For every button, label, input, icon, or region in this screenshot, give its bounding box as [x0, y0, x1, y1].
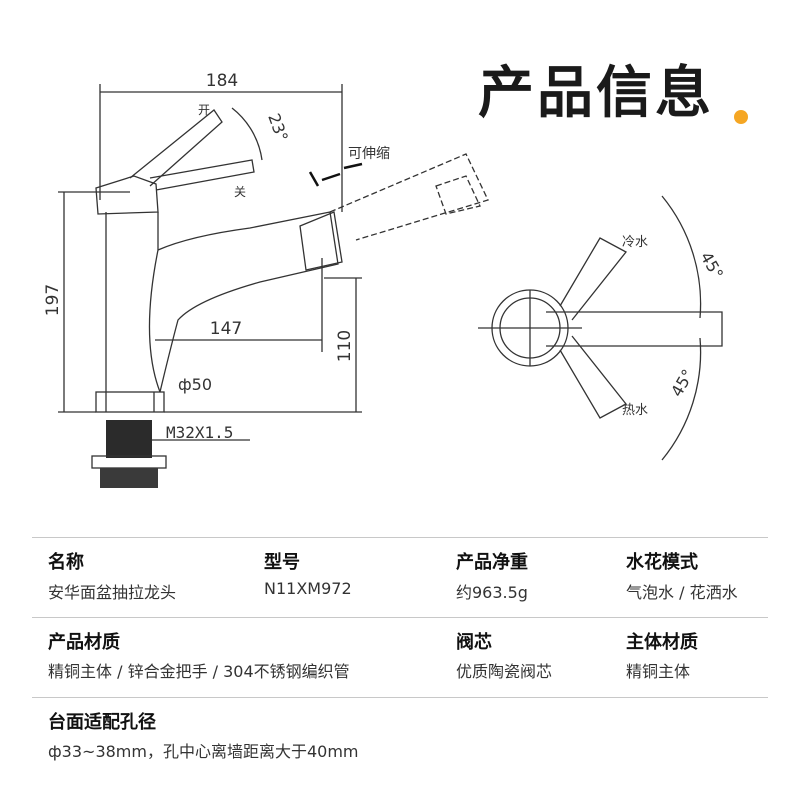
- model-label: 型号: [264, 552, 300, 573]
- dim-thread: M32X1.5: [166, 423, 233, 442]
- weight-label: 产品净重: [456, 552, 528, 573]
- dim-width: 184: [206, 71, 238, 91]
- material-label: 产品材质: [48, 632, 120, 653]
- hole-label: 台面适配孔径: [48, 712, 156, 733]
- spray-value: 气泡水 / 花洒水: [626, 583, 738, 602]
- cartridge-value: 优质陶瓷阀芯: [456, 662, 553, 681]
- dim-outlet-height: 110: [335, 330, 355, 362]
- name-label: 名称: [48, 552, 84, 573]
- label-open: 开: [198, 103, 210, 117]
- divider-bottom: [32, 697, 768, 698]
- dim-height: 197: [43, 284, 63, 316]
- faucet-technical-drawing: 184 开 23° 关 可伸缩 197 147 110 ф50 M32X1.5 …: [43, 71, 728, 488]
- dim-base: ф50: [178, 375, 212, 394]
- divider-top: [32, 537, 768, 538]
- label-close: 关: [234, 185, 246, 199]
- angle-hot: 45°: [667, 366, 698, 400]
- model-value: N11XM972: [264, 579, 352, 598]
- hole-value: ф33~38mm，孔中心离墙距离大于40mm: [48, 742, 359, 761]
- label-retractable: 可伸缩: [348, 146, 390, 162]
- cartridge-label: 阀芯: [456, 632, 492, 653]
- label-cold: 冷水: [622, 235, 648, 250]
- material-value: 精铜主体 / 锌合金把手 / 304不锈钢编织管: [48, 662, 350, 681]
- body-value: 精铜主体: [626, 662, 691, 681]
- dim-reach: 147: [210, 319, 242, 339]
- lever-angle: 23°: [264, 111, 292, 144]
- angle-cold: 45°: [697, 249, 728, 283]
- page-title: 产品信息: [478, 61, 714, 126]
- name-value: 安华面盆抽拉龙头: [48, 583, 177, 602]
- accent-dot: [734, 110, 748, 124]
- spray-label: 水花模式: [626, 552, 698, 573]
- label-hot: 热水: [622, 403, 648, 418]
- weight-value: 约963.5g: [456, 583, 528, 602]
- body-label: 主体材质: [626, 632, 698, 653]
- divider-middle: [32, 617, 768, 618]
